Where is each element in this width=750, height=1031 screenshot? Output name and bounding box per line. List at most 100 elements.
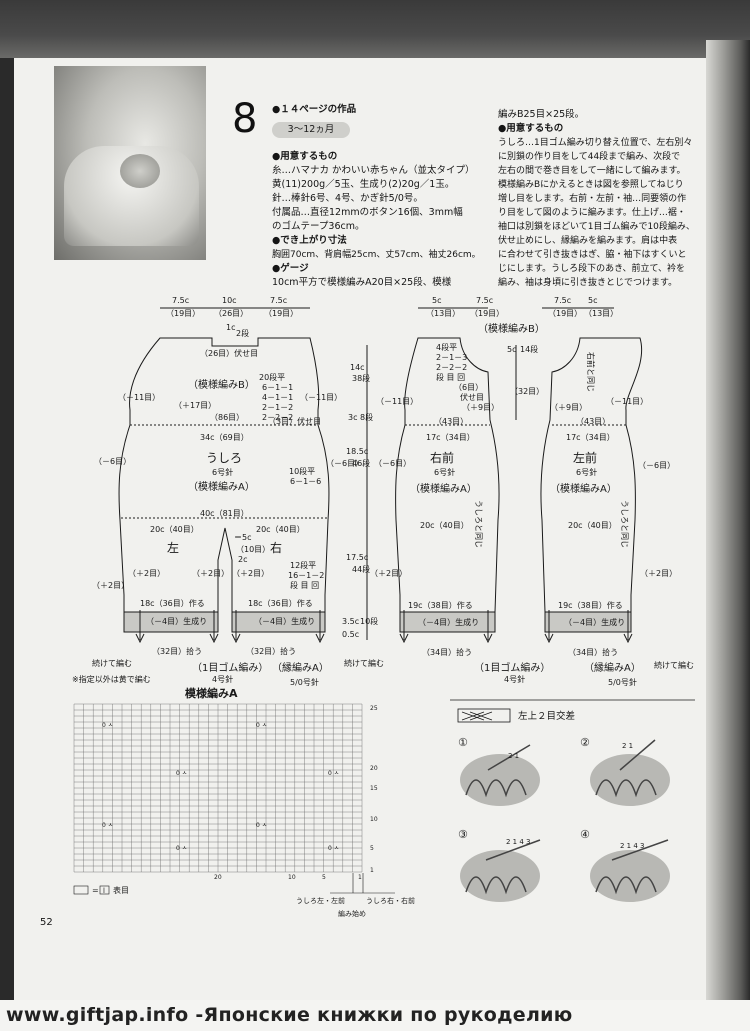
chart-a-mark: 0 ㅅ <box>256 722 267 729</box>
method-line: に別鎖の作り目をして44段まで編み、次段で <box>498 152 681 162</box>
method-line: じにします。うしろ段下のあき、前立て、衿を <box>498 264 686 274</box>
svg-text:2 1 4 3: 2 1 4 3 <box>506 838 531 846</box>
rf-m6: （－6目） <box>374 459 411 468</box>
back-inc-a0: 20段平 <box>259 372 285 382</box>
rib-right: （1目ゴム編み） <box>474 661 550 674</box>
chart-a-col-5: 5 <box>322 874 326 881</box>
materials-line: 針…棒針6号、4号、かぎ針5/0号。 <box>272 193 423 204</box>
method-line: 袖口は別鎖をほどいて1目ゴム編みで10段編み、 <box>498 222 695 232</box>
edge-left-needle: 5/0号針 <box>290 677 319 687</box>
age-badge: 3～12ヵ月 <box>272 122 350 138</box>
arrow-down <box>315 610 325 644</box>
lf-p2: （＋2目） <box>640 569 677 578</box>
arrow-down <box>623 610 633 644</box>
back-cont: 続けて編む <box>92 658 132 668</box>
materials-line: 付属品…直径12mmのボタン16個、3mm幅 <box>272 207 463 218</box>
left-front-outline <box>540 337 642 613</box>
legend-box <box>73 885 89 895</box>
chart-a-col-10: 10 <box>288 874 296 881</box>
back-inc-a4: 2－2－2 <box>262 413 293 422</box>
legend-label: 表目 <box>113 885 129 895</box>
method-line: 伏せ止めにし、縁編みを編みます。肩は中表 <box>498 236 678 246</box>
chart-a-col-1: 1 <box>358 874 362 881</box>
rib-left-needle: 4号針 <box>212 674 233 684</box>
rf-pattern: （模様編みA） <box>410 482 477 495</box>
back-w4r: （－4目）生成り <box>254 616 315 626</box>
method-heading: ●用意するもの <box>498 123 564 134</box>
legend-equals: = <box>92 886 99 895</box>
chart-a-start-r: うしろ右・右前 <box>366 896 415 905</box>
gauge-line: 10cm平方で模様編みA20目×25段、模様 <box>272 277 452 288</box>
back-m11l: （－11目） <box>118 393 160 402</box>
lf-title: 左前 <box>573 450 597 465</box>
center-h3s: 8段 <box>360 412 373 422</box>
lf-m6: （－6目） <box>638 461 675 470</box>
lf-top5s: （13目） <box>584 309 618 318</box>
chart-a-mark: 0 ㅅ <box>102 822 113 829</box>
method-line: 模様編みBにかえるときは図を参照してねじり <box>498 180 684 190</box>
materials-line: 黄(11)200g／5玉、生成り(2)20g／1玉。 <box>272 179 455 190</box>
rib-left: （1目ゴム編み） <box>192 661 268 674</box>
back-top-10: 10c <box>222 296 237 305</box>
rf-p9: （＋9目） <box>462 403 499 412</box>
lf-top5: 5c <box>588 296 598 305</box>
size-text: 胸囲70cm、背肩幅25cm、丈57cm、袖丈26cm。 <box>272 250 481 260</box>
back-inc-a2: 4－1－1 <box>262 393 293 402</box>
chart-a-row-5: 5 <box>370 845 374 852</box>
back-w34: 34c（69目） <box>200 433 249 442</box>
svg-text:②: ② <box>580 736 590 749</box>
cable-step-2: ② 2 1 <box>580 736 670 806</box>
svg-text:④: ④ <box>580 828 590 841</box>
chart-a-row-10: 10 <box>370 816 378 823</box>
back-title: うしろ <box>206 451 242 465</box>
method-line: り目をして図のように編みます。仕上げ…裾・ <box>498 208 686 218</box>
rf-neck0: 4段平 <box>436 342 457 352</box>
back-top-7-5-st: （19目） <box>166 309 200 318</box>
back-m11r: （－11目） <box>300 393 342 402</box>
chart-a-mark: 0 ㅅ <box>176 770 187 777</box>
rf-m11: （－11目） <box>376 397 418 406</box>
lf-w34: （34目）拾う <box>568 647 618 657</box>
gauge-line: 編みB25目×25段。 <box>498 109 585 120</box>
back-w4l: （－4目）生成り <box>146 616 207 626</box>
chart-a-title: 模様編みA <box>185 686 238 700</box>
materials-heading: ●用意するもの <box>272 151 338 162</box>
arrow-down <box>209 610 219 644</box>
lf-w43: （43目） <box>576 417 610 426</box>
back-inc-a1: 6－1－1 <box>262 383 293 392</box>
rf-c5: 5c <box>507 345 517 354</box>
back-neck-1c: 1c <box>226 323 236 332</box>
center-h05: 0.5c <box>342 630 359 639</box>
back-right: 右 <box>270 540 282 555</box>
back-needle: 6号針 <box>212 467 233 477</box>
top-scan-edge <box>0 0 750 58</box>
rf-top75s: （19目） <box>470 309 504 318</box>
back-w86: （86目） <box>210 413 244 422</box>
back-inc-c0: 12段平 <box>290 560 316 570</box>
back-left: 左 <box>167 540 179 555</box>
arrow-down <box>544 610 554 644</box>
back-w32l: （32目）拾う <box>152 646 202 656</box>
svg-text:2 1: 2 1 <box>622 742 633 750</box>
back-p2r: （＋2目） <box>92 581 129 590</box>
footer-band <box>0 1000 750 1031</box>
rf-top5: 5c <box>432 296 442 305</box>
chart-a-row-1: 1 <box>370 867 374 874</box>
cable-step-4: ④ 2 1 4 3 <box>580 828 670 902</box>
back-w32r: （32目）拾う <box>246 646 296 656</box>
chart-a-mark: 0 ㅅ <box>256 822 267 829</box>
lf-w19: 19c（38目）作る <box>558 600 623 610</box>
rf-neck-bind: 伏せ目 <box>460 392 484 402</box>
rf-neck6: （6目） <box>454 383 483 392</box>
back-w40: 40c（81目） <box>200 509 249 518</box>
back-pattern-a: （模様編みA） <box>188 480 255 493</box>
footer-watermark: www.giftjap.info -Японские книжки по рук… <box>6 1004 573 1026</box>
back-inc-c1: 16－1－2 <box>288 571 324 580</box>
lf-w17: 17c（34目） <box>566 433 615 442</box>
cable-symbol <box>457 708 511 723</box>
back-w20r: 20c（40目） <box>256 525 305 534</box>
pattern-b-top: （模様編みB） <box>478 322 545 335</box>
back-neck-2: 2段 <box>236 328 249 338</box>
chart-a-row-15: 15 <box>370 785 378 792</box>
arrow-down <box>231 610 241 644</box>
